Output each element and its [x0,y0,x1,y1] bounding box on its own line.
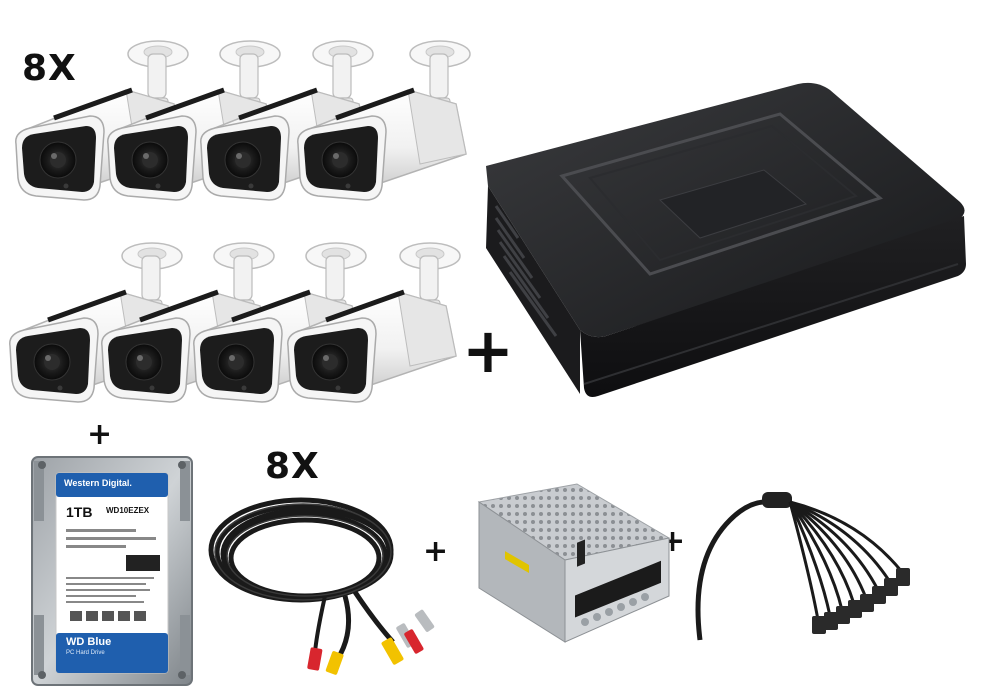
plus-hdd-sign: + [87,417,113,452]
power-supply-unit [477,483,671,643]
bnc-cable-coil [208,497,435,675]
dvr-recorder [486,82,966,397]
camera-8 [280,238,470,413]
hdd-series-sub-text: PC Hard Drive [66,650,105,656]
hdd-series-text: WD Blue [66,636,112,648]
hdd-capacity-text: 1TB [66,504,93,520]
power-splitter-cable [695,492,910,641]
plus-dvr-sign: + [462,314,514,387]
cables-quantity-label: 8X [265,446,320,487]
hdd-brand-text: Western Digital. [64,478,132,488]
camera-4 [290,36,480,211]
cameras-quantity-label: 8X [22,48,77,89]
plus-cable-sign: + [423,534,449,569]
hard-drive [31,456,193,686]
hdd-model-text: WD10EZEX [106,506,150,515]
